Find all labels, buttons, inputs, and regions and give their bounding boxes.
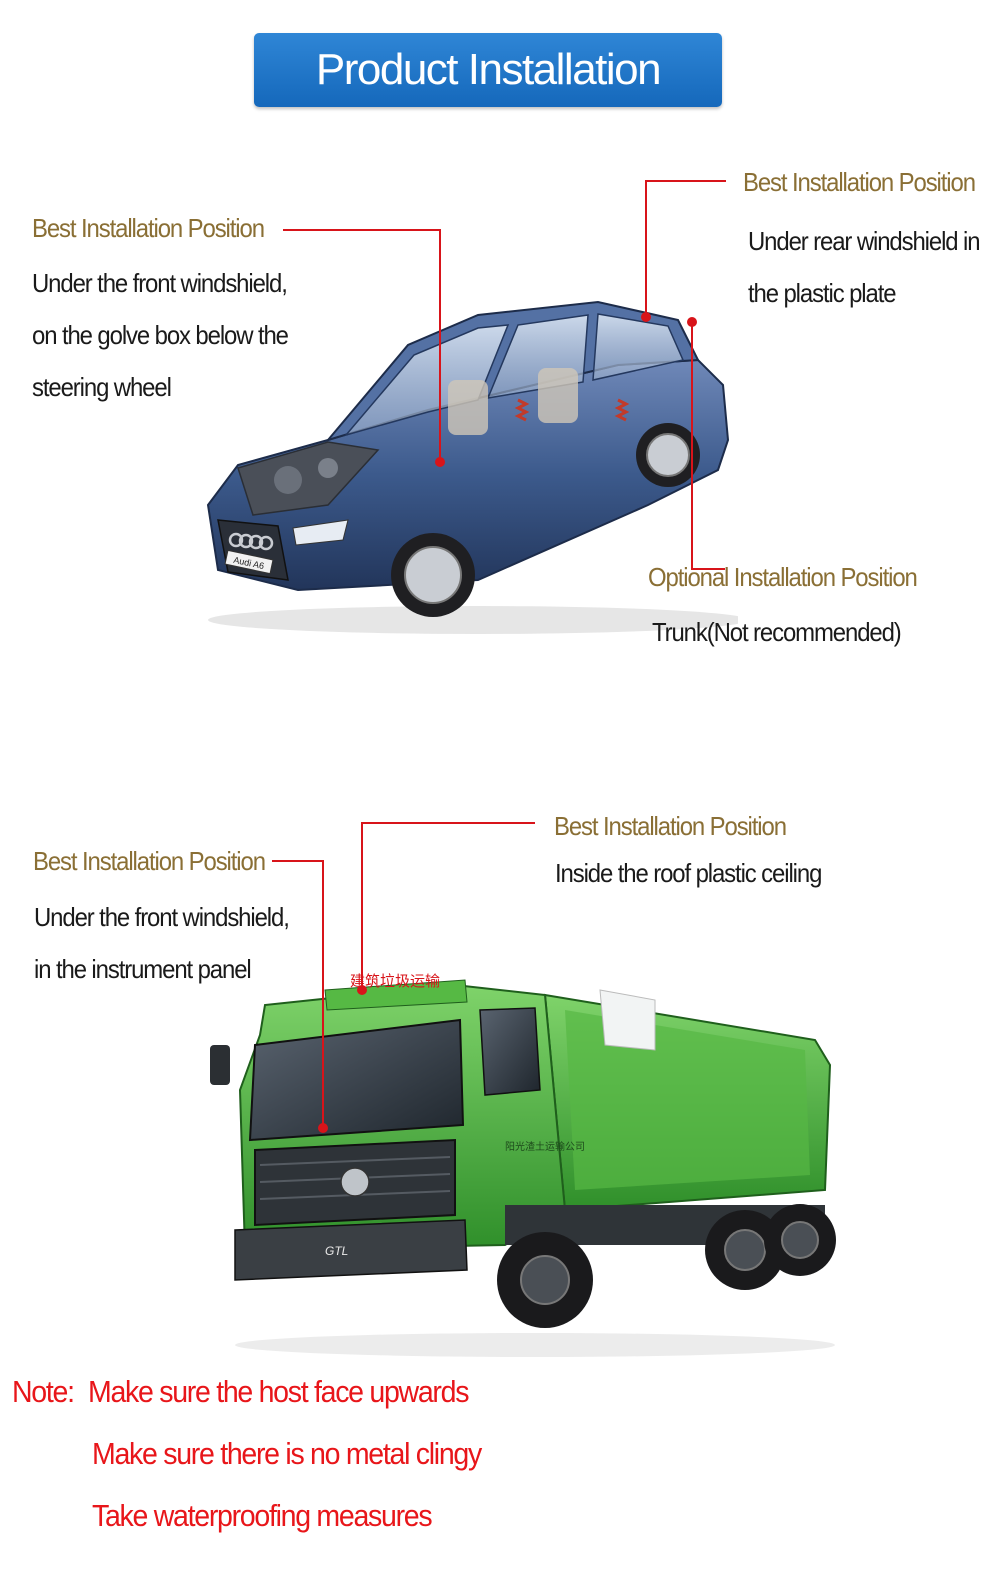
car-rear-line-2: the plastic plate bbox=[748, 278, 897, 308]
car-trunk-marker bbox=[687, 317, 697, 327]
page-title: Product Installation bbox=[315, 45, 662, 94]
truck-door-text: 阳光渣土运输公司 bbox=[505, 1140, 585, 1153]
truck-roof-sign: 建筑垃圾运输 bbox=[350, 972, 440, 990]
truck-front-line-2: in the instrument panel bbox=[34, 954, 252, 984]
car-optional-label: Optional Installation Position bbox=[648, 562, 918, 592]
car-front-marker bbox=[435, 457, 445, 467]
car-front-line-3: steering wheel bbox=[32, 372, 172, 402]
car-front-label: Best Installation Position bbox=[32, 213, 265, 243]
truck-illustration: 建筑垃圾运输 阳光渣土运输公司 GTL bbox=[210, 972, 836, 1357]
car-front-line-2: on the golve box below the bbox=[32, 320, 289, 350]
title-banner: Product Installation bbox=[254, 33, 722, 107]
car-rear-marker bbox=[641, 312, 651, 322]
truck-front-line-1: Under the front windshield, bbox=[34, 902, 290, 932]
truck-roof-line-1: Inside the roof plastic ceiling bbox=[555, 858, 822, 888]
truck-roof-label: Best Installation Position bbox=[554, 811, 787, 841]
note-item-1: Make sure the host face upwards bbox=[88, 1374, 469, 1409]
truck-model: GTL bbox=[325, 1244, 348, 1258]
note-prefix: Note: bbox=[12, 1374, 75, 1409]
car-rear-line-1: Under rear windshield in bbox=[748, 226, 981, 256]
car-optional-line-1: Trunk(Not recommended) bbox=[652, 617, 902, 647]
note-item-2: Make sure there is no metal clingy bbox=[92, 1436, 482, 1471]
car-front-line-1: Under the front windshield, bbox=[32, 268, 288, 298]
truck-front-marker bbox=[318, 1123, 328, 1133]
note-item-3: Take waterproofing measures bbox=[92, 1498, 433, 1533]
truck-front-label: Best Installation Position bbox=[33, 846, 266, 876]
car-rear-label: Best Installation Position bbox=[743, 167, 976, 197]
truck-roof-marker bbox=[357, 985, 367, 995]
car-illustration: Audi A6 bbox=[206, 300, 738, 634]
